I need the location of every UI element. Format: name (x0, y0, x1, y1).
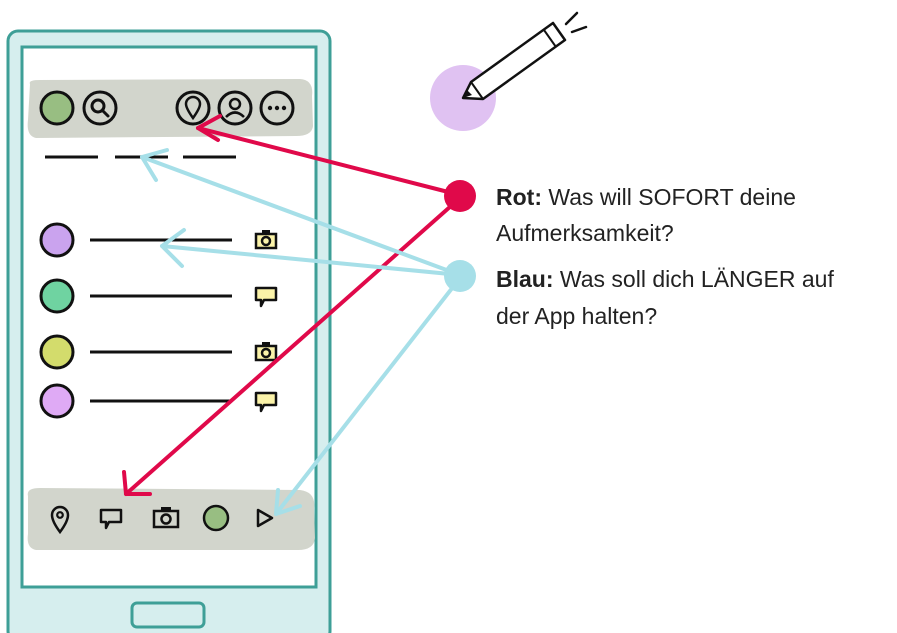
more-icon[interactable] (259, 90, 295, 126)
list-item-2[interactable] (39, 278, 278, 314)
legend-rot-line-1: Rot: Was will SOFORT deine (496, 182, 796, 212)
blue-arrows (140, 148, 462, 516)
legend-rot-line-2: Aufmerksamkeit? (496, 218, 674, 248)
blue-arrow-to-tabs (140, 155, 462, 277)
list-avatar (39, 222, 75, 258)
nav-location-pin-icon[interactable] (50, 505, 70, 535)
nav-avatar[interactable] (202, 504, 230, 532)
legend-rot-label: Rot: (496, 184, 542, 210)
blue-arrow-to-play (274, 276, 462, 516)
list-avatar (39, 383, 75, 419)
list-avatar (39, 278, 75, 314)
nav-comment-icon[interactable] (99, 508, 123, 530)
red-arrow-to-bottom-bar (124, 196, 462, 496)
comment-icon (254, 286, 278, 308)
red-arrows (122, 114, 462, 496)
list-item-1[interactable] (39, 222, 278, 258)
red-arrow-to-header (196, 126, 462, 197)
blue-dot (444, 260, 476, 292)
list-item-4[interactable] (39, 383, 278, 419)
camera-icon (254, 230, 278, 250)
phone-mockup (6, 29, 332, 633)
list-avatar (39, 334, 75, 370)
red-dot (444, 180, 476, 212)
legend-blau-text-2: der App halten? (496, 303, 658, 329)
nav-play-icon[interactable] (256, 508, 274, 528)
legend-blau-text-1: Was soll dich LÄNGER auf (559, 266, 834, 292)
legend-blau-label: Blau: (496, 266, 554, 292)
blue-arrowhead-play (274, 488, 302, 516)
blue-arrowhead-list (160, 228, 186, 268)
home-button[interactable] (130, 601, 206, 629)
legend-rot-text-2: Aufmerksamkeit? (496, 220, 674, 246)
red-arrowhead-header (196, 114, 222, 142)
search-icon[interactable] (82, 90, 118, 126)
list-item-3[interactable] (39, 334, 278, 370)
legend-blau-line-2: der App halten? (496, 301, 657, 331)
profile-avatar[interactable] (39, 90, 75, 126)
legend-rot-text-1: Was will SOFORT deine (548, 184, 796, 210)
user-icon[interactable] (217, 90, 253, 126)
pencil-icon (430, 11, 588, 131)
blue-arrow-to-list (160, 244, 462, 277)
legend-blau-line-1: Blau: Was soll dich LÄNGER auf (496, 264, 834, 294)
location-pin-icon[interactable] (175, 90, 211, 126)
camera-icon (254, 342, 278, 362)
nav-camera-icon[interactable] (152, 507, 180, 529)
comment-icon (254, 391, 278, 413)
blue-arrowhead-tabs (140, 148, 169, 182)
red-arrowhead-bottom (122, 470, 152, 496)
